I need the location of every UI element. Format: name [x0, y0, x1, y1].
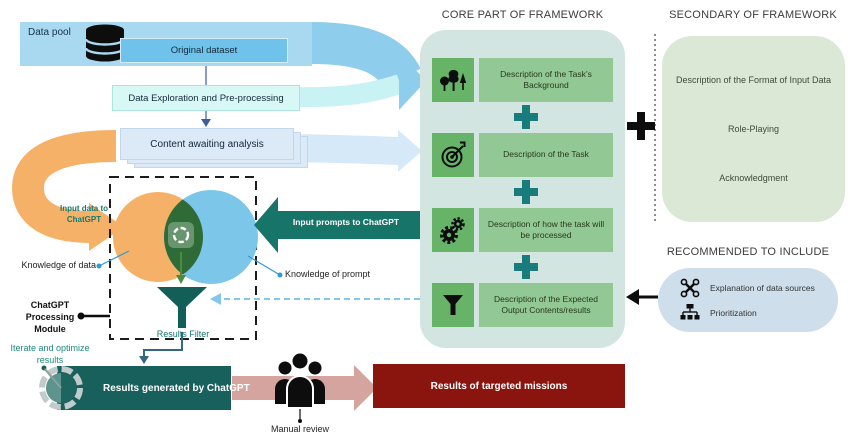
results-filter-funnel-icon: [157, 287, 207, 328]
secondary-item: Role-Playing: [727, 124, 780, 134]
input-data-arrow-label: Input data to ChatGPT: [60, 204, 108, 224]
recommended-panel: Explanation of data sources Prioritizati…: [658, 268, 838, 332]
people-icon: [275, 351, 325, 409]
input-prompts-arrow-label: Input prompts to ChatGPT: [292, 217, 400, 227]
input-prompts-arrow-shape: [254, 197, 420, 253]
chatgpt-logo-icon: [168, 222, 194, 248]
filter-to-results-connector: [139, 332, 183, 364]
knowledge-of-prompt-connector: [247, 255, 283, 278]
recommended-item-label: Explanation of data sources: [710, 282, 815, 293]
core-item-iconbox: [432, 58, 474, 102]
venn-diagram: [113, 190, 258, 284]
plus-icon: [514, 255, 538, 279]
manual-review-connector: [298, 409, 302, 423]
secondary-framework-panel: Description of the Format of Input Data …: [662, 36, 845, 222]
funnel-icon: [443, 295, 463, 315]
preprocessing-box: Data Exploration and Pre-processing: [112, 85, 300, 111]
recommended-to-core-arrow: [626, 289, 658, 305]
core-item-label: Description of the Task: [479, 133, 613, 177]
core-item-label: Description of how the task will be proc…: [479, 208, 613, 252]
venn-to-funnel-arrow: [176, 252, 186, 284]
secondary-item: Description of the Format of Input Data: [675, 75, 832, 85]
data-sources-icon: [680, 278, 700, 297]
secondary-framework-title: SECONDARY OF FRAMEWORK: [669, 9, 837, 21]
targeted-missions-box: Results of targeted missions: [373, 364, 625, 408]
plus-icon: [514, 105, 538, 129]
venn-intersection: [164, 192, 203, 282]
plus-icon-black: [627, 112, 655, 140]
core-item-iconbox: [432, 133, 474, 177]
module-label-connector: [77, 312, 110, 320]
knowledge-of-data-connector: [96, 250, 130, 269]
results-filter-label: Results Filter: [156, 329, 210, 339]
content-awaiting-box: Content awaiting analysis: [120, 128, 294, 160]
content-to-core-arrow: [293, 130, 422, 172]
core-item-iconbox: [432, 208, 474, 252]
original-dataset-box: Original dataset: [120, 38, 288, 63]
knowledge-of-data-label: Knowledge of data: [21, 260, 96, 270]
expected-output-to-filter-arrow: [210, 293, 420, 305]
plus-icon: [514, 180, 538, 204]
recommended-item-label: Prioritization: [710, 307, 757, 318]
input-data-arrow: [11, 130, 124, 251]
core-item-label: Description of the Task’s Background: [479, 58, 613, 102]
core-framework-title: CORE PART OF FRAMEWORK: [441, 9, 604, 21]
target-icon: [441, 141, 466, 168]
chatgpt-module-label: ChatGPT Processing Module: [25, 300, 75, 335]
core-item-iconbox: [432, 283, 474, 327]
recommended-title: RECOMMENDED TO INCLUDE: [666, 246, 830, 258]
knowledge-of-prompt-label: Knowledge of prompt: [285, 269, 371, 279]
manual-review-label: Manual review: [270, 424, 330, 434]
core-item-label: Description of the Expected Output Conte…: [479, 283, 613, 327]
database-icon: [84, 24, 126, 62]
trees-icon: [440, 70, 467, 91]
results-generated-box: Results generated by ChatGPT: [57, 366, 250, 410]
recommended-item: Prioritization: [680, 303, 838, 323]
datapool-to-core-arrow: [295, 22, 426, 110]
iteration-circle-icon: [39, 366, 83, 410]
prioritization-icon: [680, 303, 700, 319]
recommended-item: Explanation of data sources: [680, 278, 838, 298]
data-pool-label: Data pool: [28, 27, 71, 38]
iterate-label: Iterate and optimize results: [10, 343, 90, 365]
gears-icon: [440, 217, 465, 244]
secondary-item: Acknowledgment: [719, 173, 788, 183]
